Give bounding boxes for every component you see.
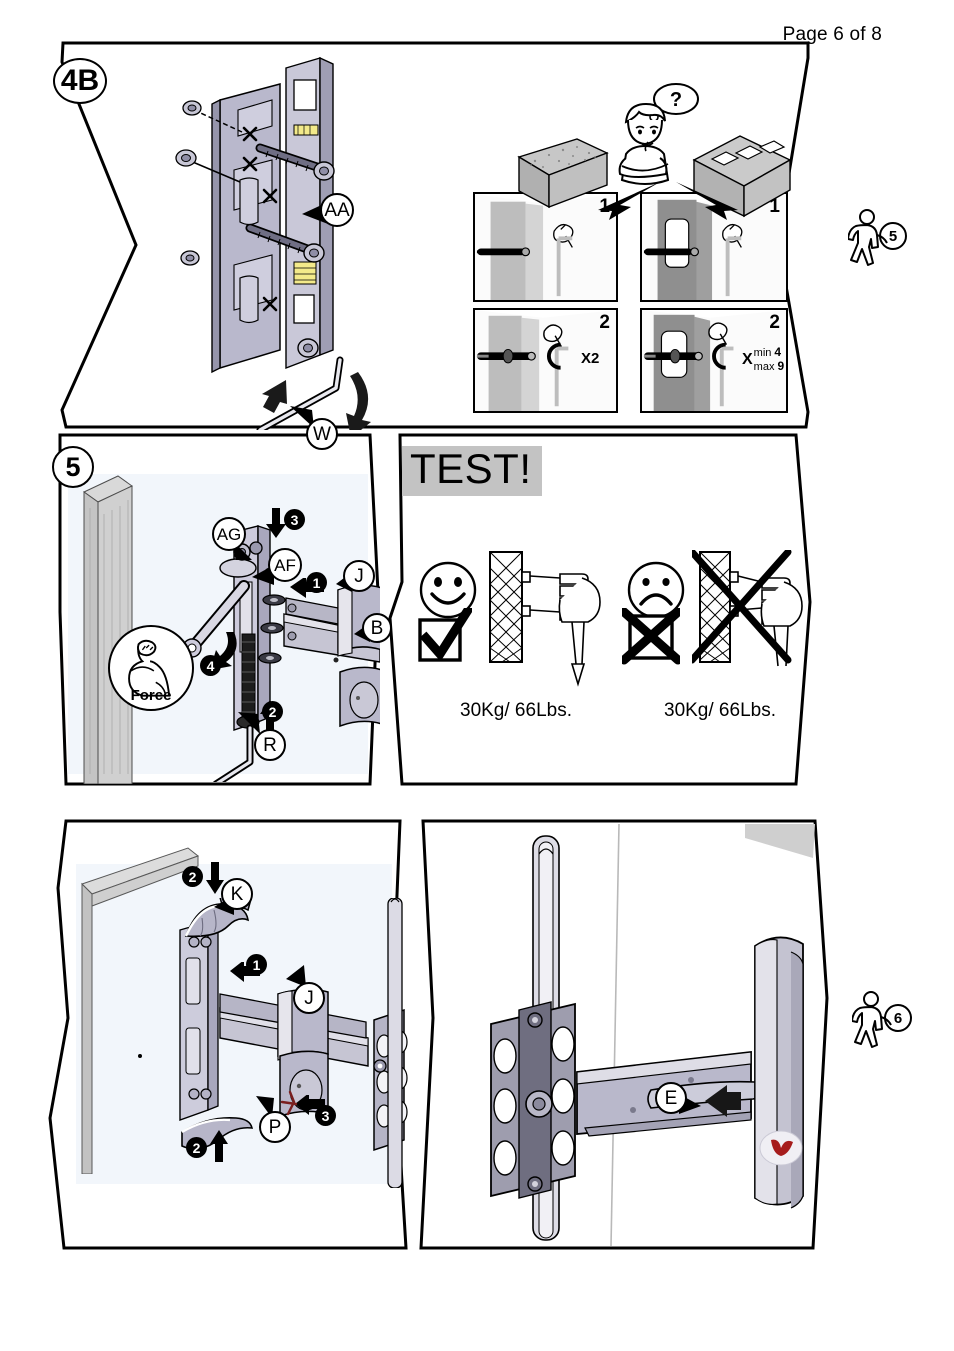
hollow-max-label: max [753,360,775,373]
thinking-person-icon: ? [618,83,699,185]
callout-J-panel5: J [343,560,375,592]
hollow-step2-number: 2 [769,312,780,333]
seq-badge-2-panel5: 2 [262,701,283,722]
hollow-step1-illustration [642,194,786,300]
seq-badge-1-panel5: 1 [306,572,327,593]
panel-5-background-wash [68,474,368,774]
panel-6-left-background-wash [76,864,392,1184]
seq-badge-3-panel5: 3 [284,509,305,530]
seq-badge-4-panel5: 4 [200,655,221,676]
seq-badge-2-top-panel6: 2 [182,866,203,887]
solid-step2-illustration [475,310,616,411]
panel-step-6-right: E [415,818,835,1253]
next-step-marker-5 [847,208,904,270]
callout-R: R [254,729,286,761]
force-badge: Force [108,625,194,711]
hollow-step2-illustration [642,310,786,411]
solid-step1-number: 1 [599,196,610,217]
callout-AA: AA [320,193,354,227]
solid-step2-number: 2 [599,312,610,333]
step-badge-4b: 4B [53,58,107,104]
final-assembly-illustration [490,835,804,1241]
bracket-assembly-illustration [175,56,371,430]
callout-W: W [306,418,338,450]
callout-K: K [221,878,253,910]
checkmark-icon [418,608,472,662]
seq-badge-2-bottom-panel6: 2 [186,1137,207,1158]
panel-step-6-left [20,818,410,1253]
step-badge-5: 5 [52,446,94,488]
hollow-step2-x-symbol: X [742,350,753,368]
subpanel-solid-step1: 1 [473,192,618,302]
frowny-face-icon [627,561,685,619]
callout-J-panel6: J [293,982,325,1014]
callout-B: B [362,613,392,643]
good-mount-test-illustration [489,551,601,687]
force-label: Force [130,687,172,704]
panel-test: TEST! [386,432,816,792]
page-number-header: Page 6 of 8 [782,24,882,45]
bad-mount-test-illustration [692,550,803,667]
hollow-min-label: min [753,347,772,359]
hollow-max-value: 9 [777,358,785,373]
solid-step1-illustration [475,194,616,300]
walking-person-icon-2 [851,991,892,1048]
cross-icon [622,608,680,665]
bad-weight-label: 30Kg/ 66Lbs. [664,700,776,721]
walking-person-icon [847,209,888,266]
smiley-face-icon [419,561,477,619]
seq-badge-3-panel6: 3 [315,1105,336,1126]
force-badge-placeholder [138,1054,142,1058]
panel-step-5: 5 [30,432,382,1058]
next-step-marker-6 [851,990,906,1050]
solid-step2-turns-label: X2 [581,350,600,367]
wall-seam-line [610,823,815,1247]
seq-badge-1-panel6: 1 [246,954,267,975]
good-weight-label: 30Kg/ 66Lbs. [460,700,572,721]
callout-E: E [655,1082,687,1114]
callout-AG: AG [212,517,246,551]
subpanel-solid-step2: 2 X2 [473,308,618,413]
subpanel-hollow-step1: 1 [640,192,788,302]
hollow-min-value: 4 [774,345,782,359]
test-heading: TEST! [402,446,542,496]
panel-step-4b: 4B [18,40,836,450]
svg-text:?: ? [670,89,682,111]
callout-AF: AF [268,548,302,582]
hollow-step1-number: 1 [769,196,780,217]
callout-P: P [259,1111,291,1143]
